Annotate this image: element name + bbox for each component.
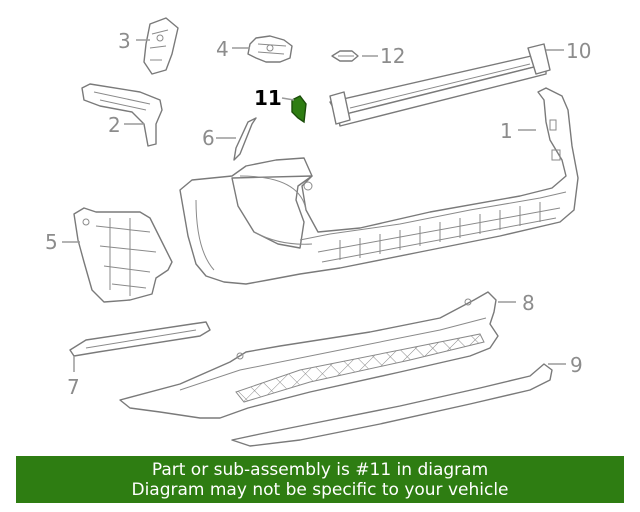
part-11-highlighted [291, 95, 307, 124]
notice-banner: Part or sub-assembly is #11 in diagram D… [16, 456, 624, 503]
callout-7: 7 [67, 375, 80, 399]
part-4-bracket [247, 35, 293, 63]
callout-5: 5 [45, 230, 58, 254]
callout-10: 10 [566, 39, 591, 63]
callout-4: 4 [216, 37, 229, 61]
callout-6: 6 [202, 126, 215, 150]
callout-1: 1 [500, 119, 513, 143]
part-12-clip [331, 50, 359, 62]
callout-12: 12 [380, 44, 405, 68]
part-5-bracket [73, 207, 173, 303]
part-3-bracket [143, 17, 179, 75]
callout-2: 2 [108, 113, 121, 137]
banner-line-2: Diagram may not be specific to your vehi… [131, 480, 509, 500]
callout-labels: 1 2 3 4 5 6 7 8 9 10 11 12 [45, 29, 591, 399]
part-9-lower-trim [231, 363, 553, 447]
callout-9: 9 [570, 353, 583, 377]
part-10-beam [329, 43, 551, 127]
callout-8: 8 [522, 291, 535, 315]
banner-line-1: Part or sub-assembly is #11 in diagram [151, 460, 489, 480]
callout-3: 3 [118, 29, 131, 53]
callout-11: 11 [254, 86, 282, 110]
part-2-bracket [81, 83, 163, 147]
part-6-strip [233, 117, 257, 161]
part-1-bumper-cover [179, 87, 579, 285]
part-8-lower-valance [119, 291, 499, 419]
part-7-lamp-strip [69, 321, 211, 357]
parts-diagram: 1 2 3 4 5 6 7 8 9 10 11 12 [45, 17, 591, 447]
leader-lines [62, 39, 566, 372]
